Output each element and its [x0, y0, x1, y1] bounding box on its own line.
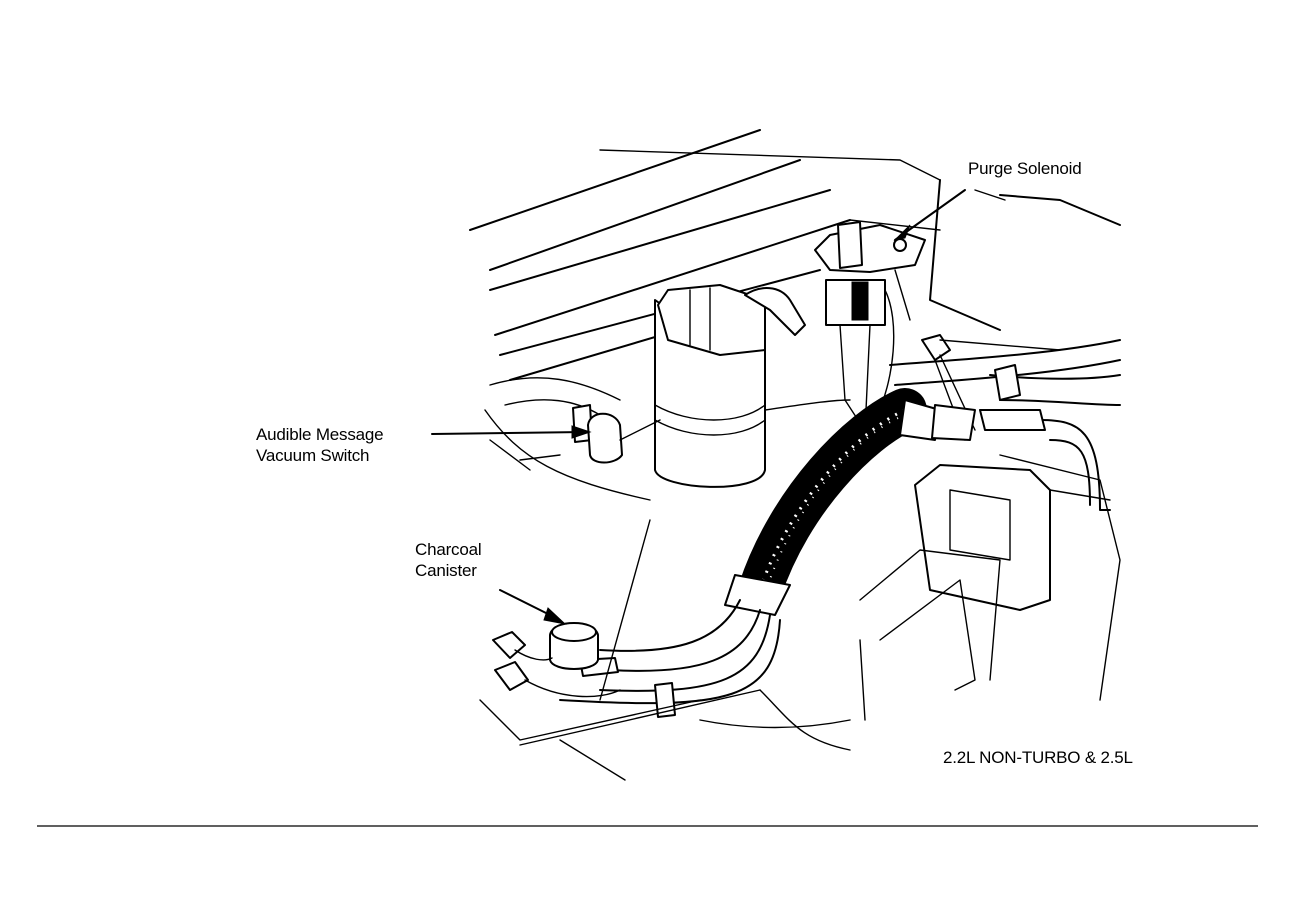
label-purge-solenoid: Purge Solenoid	[968, 158, 1082, 179]
label-audible-line1: Audible Message	[256, 425, 384, 444]
top-right-hoses	[889, 339, 1121, 511]
label-audible-line2: Vacuum Switch	[256, 446, 370, 465]
radiator-frame	[699, 454, 1121, 751]
label-charcoal-line2: Canister	[415, 561, 477, 580]
label-purge-solenoid-text: Purge Solenoid	[968, 159, 1082, 178]
caption-engine-variant: 2.2L NON-TURBO & 2.5L	[943, 747, 1133, 768]
fender-contour	[484, 377, 651, 501]
charcoal-canister	[479, 519, 761, 781]
corrugated-hose	[738, 388, 976, 612]
reservoir-bottle	[654, 284, 806, 488]
caption-text: 2.2L NON-TURBO & 2.5L	[943, 748, 1133, 767]
leader-lines	[431, 189, 966, 625]
label-charcoal-line1: Charcoal	[415, 540, 482, 559]
label-charcoal-canister: Charcoal Canister	[415, 539, 482, 581]
label-audible-message-vacuum-switch: Audible Message Vacuum Switch	[256, 424, 384, 466]
